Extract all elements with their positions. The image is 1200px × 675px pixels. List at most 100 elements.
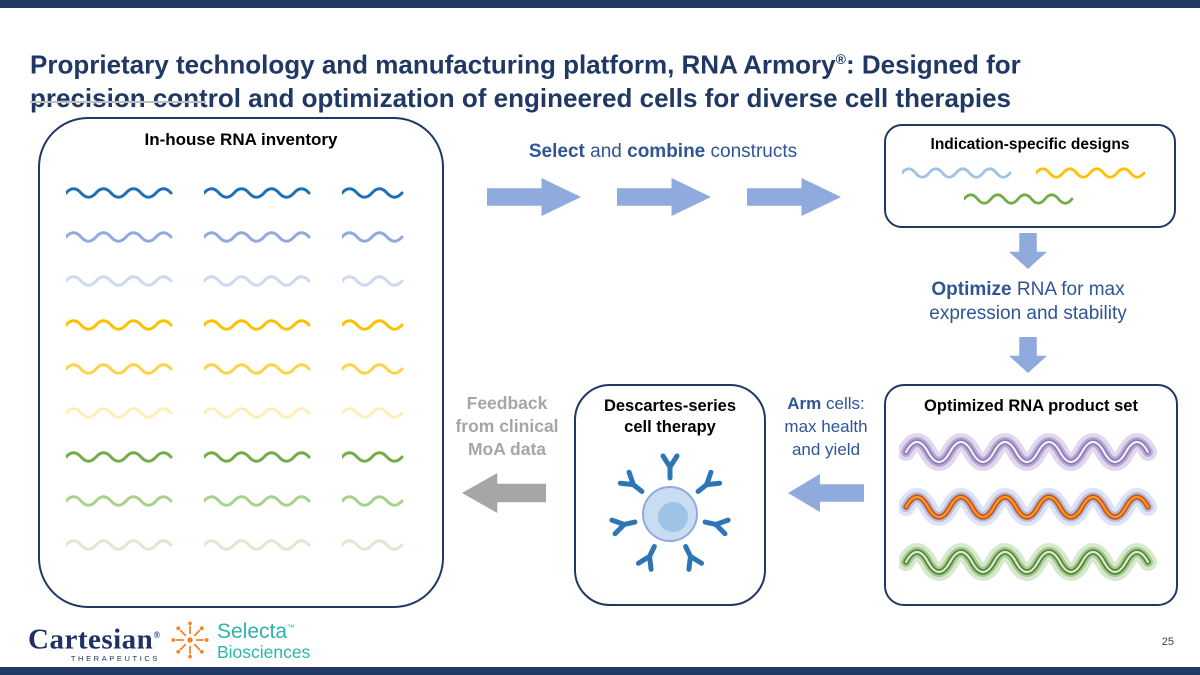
- rna-wave: [66, 539, 173, 551]
- selecta-subtitle: Biosciences: [217, 642, 311, 662]
- indication-waves: [886, 126, 1174, 226]
- rna-wave: [342, 363, 404, 375]
- title-line2: precision control and optimization of en…: [30, 83, 1012, 114]
- feedback-flow-arrow-left-icon: [462, 473, 546, 513]
- rna-wave-row: [66, 171, 428, 215]
- cartesian-reg-mark: ®: [153, 630, 161, 640]
- flow-arrow-right-icon: [747, 178, 841, 216]
- rna-wave: [342, 187, 404, 199]
- optimize-word: Optimize: [931, 279, 1012, 300]
- rna-wave: [204, 363, 311, 375]
- registered-mark: ®: [835, 51, 846, 68]
- rna-wave: [66, 187, 173, 199]
- flow-arrow-right-icon: [487, 178, 581, 216]
- arm-flow-arrow-left-icon: [788, 474, 864, 512]
- arm-word: Arm: [787, 394, 822, 413]
- flow-arrow-down-icon: [1009, 233, 1047, 269]
- cell-with-antibodies-icon: [585, 440, 755, 582]
- rna-wave: [899, 433, 1157, 471]
- select-combine-arrows: [487, 178, 841, 216]
- arm-line3: and yield: [791, 440, 861, 459]
- arm-line2: max health: [784, 417, 868, 436]
- cartesian-wordmark: Cartesian®: [28, 620, 161, 655]
- arm-cells-label: Arm cells: max health and yield: [766, 392, 886, 461]
- rna-wave: [204, 275, 311, 287]
- optimize-line2: expression and stability: [929, 303, 1127, 324]
- rna-wave-row: [66, 523, 428, 567]
- optimize-label: Optimize RNA for max expression and stabi…: [880, 278, 1176, 326]
- constructs-word: constructs: [705, 141, 798, 162]
- arm-line1-rest: cells:: [821, 394, 865, 413]
- rna-wave-row: [66, 303, 428, 347]
- slide-title: Proprietary technology and manufacturing…: [30, 43, 1180, 115]
- page-number: 25: [1161, 636, 1174, 648]
- selecta-tm-mark: ™: [287, 623, 296, 632]
- rna-wave: [66, 275, 173, 287]
- arm-line1: Arm cells:: [766, 392, 886, 415]
- and-word: and: [584, 141, 628, 162]
- rna-wave: [204, 187, 311, 199]
- title-line1-end: : Designed for: [845, 50, 1021, 81]
- rna-wave: [66, 363, 173, 375]
- rna-wave: [342, 231, 404, 243]
- top-accent-bar: [0, 0, 1200, 8]
- therapy-box: Descartes-series cell therapy: [574, 384, 766, 606]
- select-word: Select: [528, 141, 585, 162]
- product-waves: [899, 428, 1163, 586]
- product-box: Optimized RNA product set: [884, 384, 1178, 606]
- therapy-box-title: Descartes-series cell therapy: [576, 386, 764, 438]
- product-box-title: Optimized RNA product set: [924, 397, 1138, 415]
- feedback-line3: MoA data: [467, 439, 547, 459]
- selecta-name-text: Selecta: [217, 620, 288, 643]
- rna-wave: [1036, 167, 1146, 179]
- indication-box-title: Indication-specific designs: [930, 136, 1130, 153]
- rna-wave: [342, 407, 404, 419]
- rna-wave-row: [66, 347, 428, 391]
- rna-wave: [342, 495, 404, 507]
- rna-wave-row: [66, 479, 428, 523]
- rna-wave: [204, 451, 311, 463]
- indication-box: Indication-specific designs: [884, 124, 1176, 228]
- selecta-burst-icon: [171, 620, 209, 659]
- rna-wave: [66, 495, 173, 507]
- rna-wave: [964, 193, 1074, 205]
- rna-wave: [342, 275, 404, 287]
- rna-wave: [204, 319, 311, 331]
- selecta-name: Selecta™: [217, 617, 310, 643]
- rna-wave: [342, 539, 404, 551]
- feedback-line2: from clinical: [455, 416, 559, 436]
- rna-wave-row: [66, 259, 428, 303]
- rna-wave: [342, 319, 404, 331]
- combine-word: combine: [627, 141, 706, 162]
- inventory-box-title: In-house RNA inventory: [144, 130, 338, 149]
- rna-wave-row: [66, 215, 428, 259]
- rna-wave: [902, 167, 1012, 179]
- therapy-title-line2: cell therapy: [624, 418, 716, 436]
- rna-wave: [204, 495, 311, 507]
- selecta-logo: Selecta™ Biosciences: [170, 617, 310, 662]
- rna-wave: [204, 539, 311, 551]
- rna-wave: [899, 543, 1157, 581]
- title-line1: Proprietary technology and manufacturing…: [30, 50, 836, 81]
- title-underline: [30, 101, 206, 103]
- rna-wave: [66, 451, 173, 463]
- flow-arrow-right-icon: [617, 178, 711, 216]
- rna-wave-row: [66, 435, 428, 479]
- rna-wave: [342, 451, 404, 463]
- flow-arrow-down-icon: [1009, 337, 1047, 373]
- optimize-rest: RNA for max: [1011, 279, 1125, 300]
- rna-inventory-waves: [66, 171, 428, 567]
- therapy-title-line1: Descartes-series: [603, 397, 737, 415]
- rna-wave: [66, 319, 173, 331]
- cartesian-logo: Cartesian® THERAPEUTICS: [28, 620, 161, 663]
- feedback-label: Feedback from clinical MoA data: [444, 392, 570, 461]
- select-combine-label: Select and combine constructs: [488, 141, 838, 163]
- selecta-wordmark: Selecta™ Biosciences: [217, 617, 310, 662]
- bottom-accent-bar: [0, 667, 1200, 675]
- rna-wave: [204, 407, 311, 419]
- rna-wave: [899, 488, 1157, 526]
- rna-wave: [66, 231, 173, 243]
- feedback-line1: Feedback: [466, 393, 548, 413]
- rna-wave-row: [66, 391, 428, 435]
- cartesian-subtitle: THERAPEUTICS: [70, 653, 160, 663]
